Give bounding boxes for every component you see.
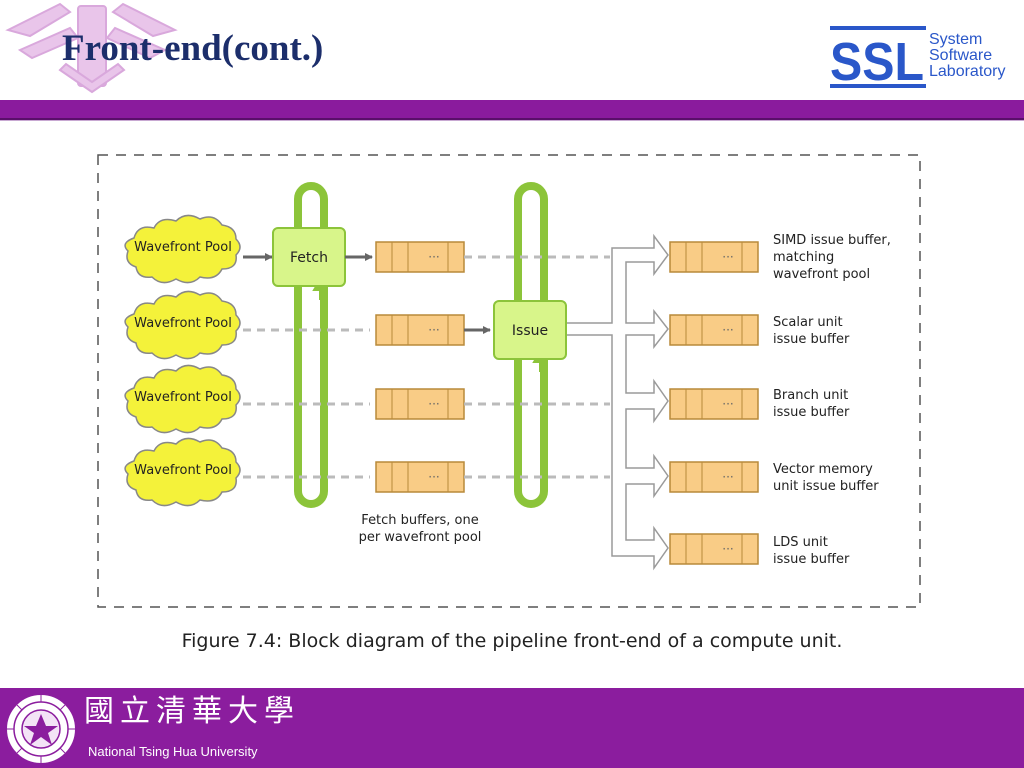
wavefront-pool-2: Wavefront Pool [124,290,241,360]
logo-line-1: System [929,31,982,48]
footer-university-name-chinese: 國立清華大學 [84,694,300,729]
issue-label: Issue [512,323,548,339]
issue-buffer-vector-memory: ··· [669,461,759,493]
logo-rule-bottom [830,84,926,88]
footer-university-name-english: National Tsing Hua University [88,744,258,759]
issue-buffer-simd: ··· [669,241,759,273]
fetch-buffer-3: ··· [375,388,465,420]
figure-caption: Figure 7.4: Block diagram of the pipelin… [181,630,843,652]
distribution-trunk [565,233,669,571]
logo-line-3: Laboratory [929,63,1006,80]
wavefront-pool-2-label: Wavefront Pool [134,316,232,331]
output-vector-line-2: unit issue buffer [773,479,879,494]
issue-buffer-branch: ··· [669,388,759,420]
buffer-ellipsis: ··· [722,323,733,337]
fetch-label: Fetch [290,250,328,266]
fetch-loop [294,182,328,508]
buffer-ellipsis: ··· [428,250,439,264]
logo-line-2: Software [929,47,992,64]
fetch-buffers-note-line-2: per wavefront pool [359,530,482,545]
fetch-buffers-note-line-1: Fetch buffers, one [361,513,478,528]
wavefront-pool-4-label: Wavefront Pool [134,463,232,478]
wavefront-pool-1-label: Wavefront Pool [134,240,232,255]
buffer-ellipsis: ··· [428,397,439,411]
university-emblem [5,2,178,94]
output-simd-line-2: matching [773,250,834,265]
issue-unit [493,300,567,360]
wavefront-pool-4: Wavefront Pool [124,437,241,507]
header-rule [0,120,1024,121]
logo-rule-top [830,26,926,30]
pipeline-diagram: Wavefront Pool Wavefront Pool Wavefront … [97,154,921,608]
header-band [0,100,1024,120]
output-scalar-line-2: issue buffer [773,332,850,347]
fetch-buffer-4: ··· [375,461,465,493]
buffer-ellipsis: ··· [428,323,439,337]
ssl-logo: SSL System Software Laboratory [830,26,1006,92]
issue-buffer-lds: ··· [669,533,759,565]
output-branch-line-1: Branch unit [773,388,848,403]
wavefront-pool-1: Wavefront Pool [124,214,241,284]
footer-band [0,688,1024,768]
buffer-ellipsis: ··· [722,397,733,411]
buffer-ellipsis: ··· [722,470,733,484]
output-vector-line-1: Vector memory [773,462,873,477]
wavefront-pool-3: Wavefront Pool [124,364,241,434]
buffer-ellipsis: ··· [428,470,439,484]
output-branch-line-2: issue buffer [773,405,850,420]
buffer-ellipsis: ··· [722,250,733,264]
output-scalar-line-1: Scalar unit [773,315,843,330]
output-lds-line-1: LDS unit [773,535,828,550]
wavefront-pool-3-label: Wavefront Pool [134,390,232,405]
fetch-buffer-1: ··· [375,241,465,273]
figure-frame [97,154,921,608]
output-simd-line-1: SIMD issue buffer, [773,233,891,248]
fetch-buffer-2: ··· [375,314,465,346]
buffer-ellipsis: ··· [722,542,733,556]
issue-buffer-scalar: ··· [669,314,759,346]
logo-mark: SSL [830,32,924,92]
university-seal [5,693,77,765]
slide-title: Front-end(cont.) [62,28,324,69]
output-lds-line-2: issue buffer [773,552,850,567]
output-simd-line-3: wavefront pool [773,267,870,282]
